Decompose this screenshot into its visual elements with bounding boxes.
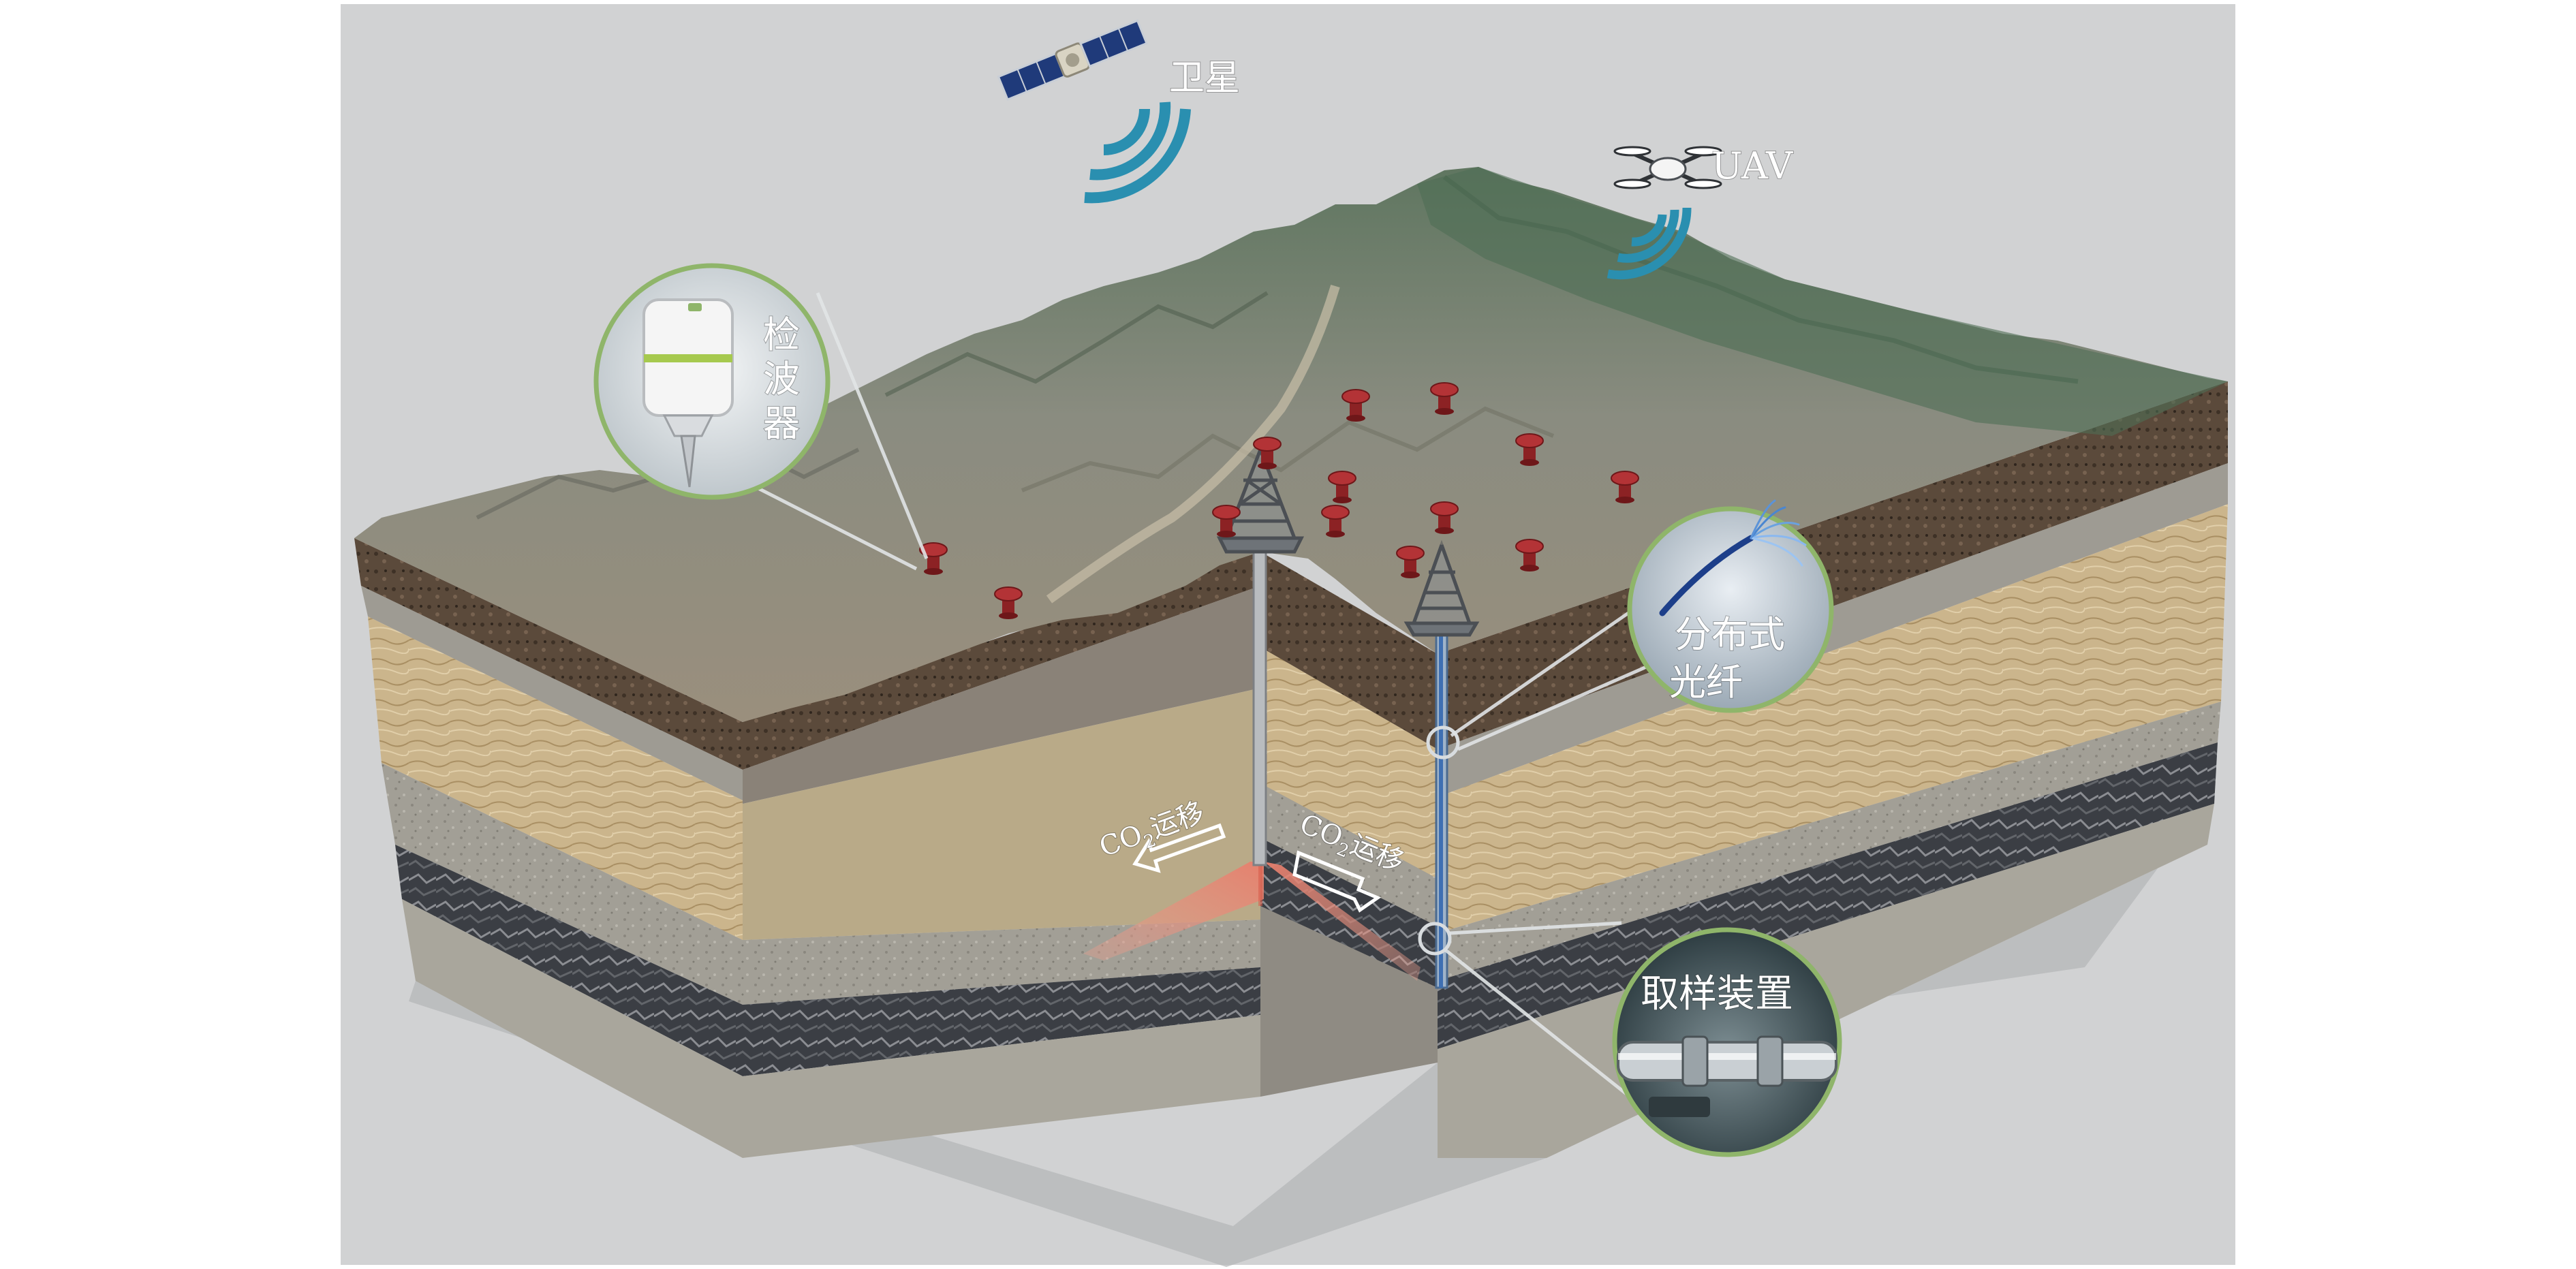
derrick-icon	[1216, 445, 1305, 554]
satellite-icon	[997, 19, 1148, 101]
monitoring-well	[1403, 539, 1480, 989]
fiber-callout: 分布式 光纤	[1627, 499, 1834, 713]
satellite-signal-waves	[1084, 101, 1191, 204]
fiber-zoom-ring	[1426, 725, 1460, 759]
geophone-marker-icon	[919, 542, 948, 575]
geophone-markers	[919, 382, 1639, 619]
geophone-label-char-2: 波	[763, 358, 800, 401]
uav-signal-waves	[1607, 207, 1692, 280]
notch-upper	[743, 586, 1260, 804]
stratum-grey-top-right	[1438, 463, 2228, 797]
right-front-face	[1438, 381, 2228, 1158]
derrick-icon	[1403, 539, 1480, 637]
left-arrow-icon	[1132, 823, 1226, 873]
geophone-marker-icon	[1396, 546, 1425, 578]
valley-road	[1046, 284, 1340, 604]
geophone-callout: 检 波 器	[593, 263, 831, 500]
geophone-marker-icon	[1611, 471, 1639, 503]
geophone-marker-icon	[994, 586, 1023, 619]
optical-fiber-line	[1439, 623, 1443, 988]
geophone-label-char-3: 器	[763, 402, 800, 445]
notch-right-grit	[1260, 783, 1438, 926]
stratum-sandstone-left	[368, 616, 743, 940]
notch-sandstone	[743, 688, 1260, 940]
sampler-callout: 取样装置	[1612, 927, 1842, 1157]
stratum-coal-left	[395, 845, 1260, 1076]
fiber-bubble	[1627, 506, 1834, 713]
forest-area	[1417, 167, 2228, 436]
co2-plumes	[1083, 862, 1421, 981]
geophone-marker-icon	[1341, 389, 1370, 422]
sampler-label: 取样装置	[1641, 972, 1793, 1016]
fiber-label-line2: 光纤	[1669, 661, 1743, 704]
geophone-marker-icon	[1321, 505, 1350, 537]
fiber-label-line1: 分布式	[1675, 613, 1785, 656]
optical-fiber-icon	[1659, 499, 1807, 616]
uav-label: UAV	[1711, 144, 1793, 187]
geophone-icon	[642, 298, 734, 488]
geophone-marker-icon	[1430, 501, 1459, 534]
left-front-face	[354, 538, 1260, 1158]
drone-icon	[1613, 146, 1722, 189]
mountain-terrain	[354, 167, 2228, 722]
geophone-marker-icon	[1212, 505, 1241, 537]
block-shadow	[409, 838, 2207, 1267]
stratum-soil-left	[354, 538, 743, 770]
stratum-coal-right	[1438, 742, 2218, 1049]
stratum-base-left	[402, 899, 1260, 1158]
sampler-zoom-ring	[1418, 922, 1452, 956]
sampling-device-icon	[1617, 1035, 1837, 1117]
notch-right-sand	[1260, 647, 1438, 879]
co2-plume-right	[1264, 862, 1421, 981]
stratum-soil-right	[1438, 381, 2228, 749]
ridge-line	[1021, 406, 1555, 492]
co2-plume-left	[1083, 862, 1264, 960]
right-arrow-icon	[1292, 850, 1382, 913]
satellite-label: 卫星	[1169, 58, 1240, 99]
notch-faces	[743, 552, 1438, 1097]
stratum-grit-left	[382, 763, 1260, 1005]
stratum-grit-right	[1438, 702, 2221, 981]
geophone-marker-icon	[1430, 382, 1459, 415]
stratum-sandstone-right	[1438, 504, 2228, 933]
geophone-marker-icon	[1328, 471, 1356, 503]
ridge-line	[884, 291, 1269, 397]
notch-right-soil	[1260, 552, 1438, 749]
injection-well-casing	[1252, 537, 1267, 866]
geophone-marker-icon	[1515, 539, 1544, 571]
stratum-grey-top-left	[361, 586, 743, 800]
geophone-label-char-1: 检	[763, 313, 800, 356]
geophone-marker-icon	[1253, 437, 1282, 469]
geophone-marker-icon	[1515, 433, 1544, 466]
injection-well	[1216, 445, 1305, 866]
